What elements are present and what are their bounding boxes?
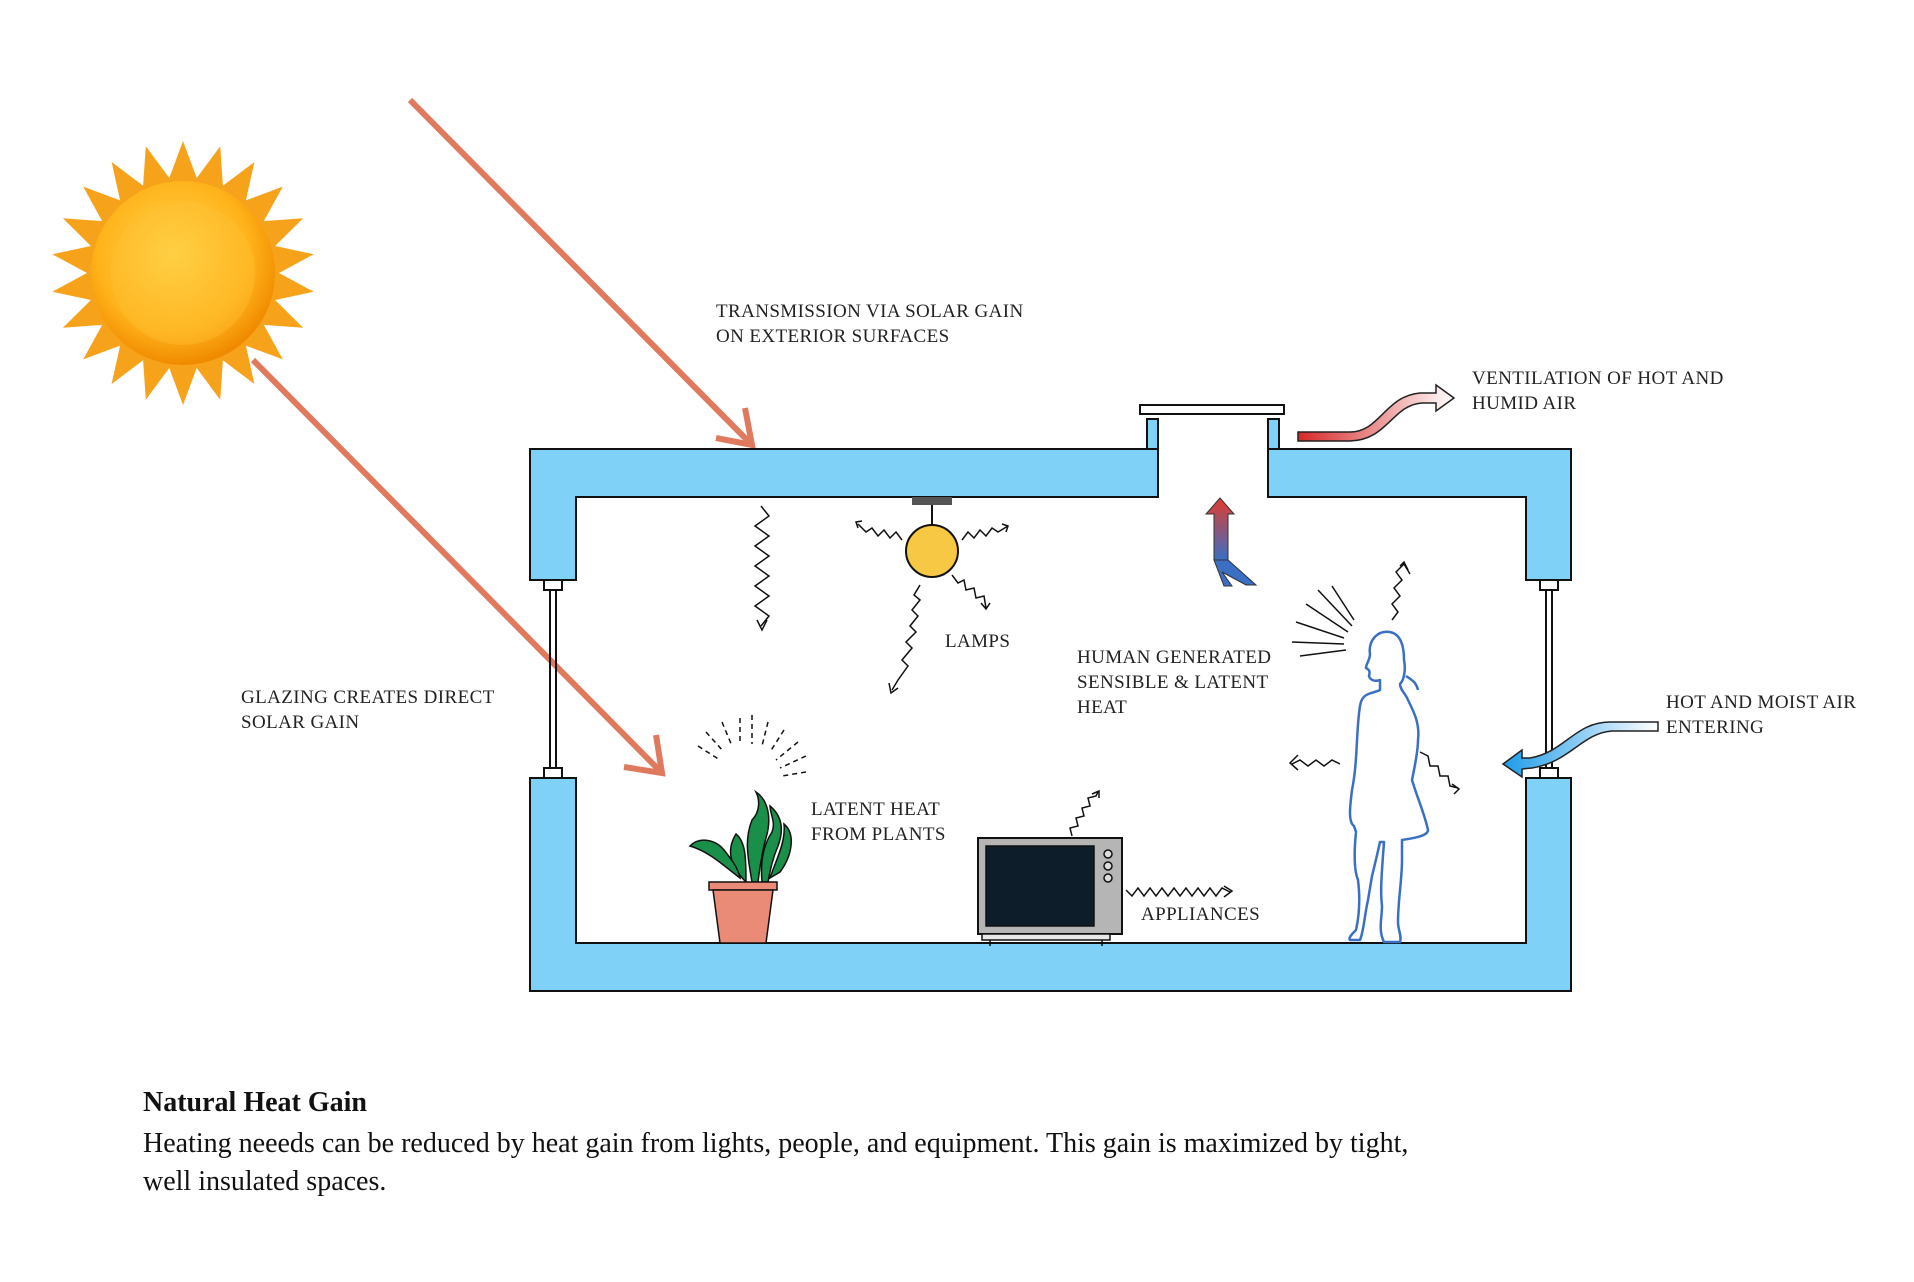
ventilation-out-arrow-icon <box>1297 383 1456 442</box>
plant-icon <box>688 789 792 944</box>
label-line: LAMPS <box>945 631 1010 652</box>
label-glazing: GLAZING CREATES DIRECT SOLAR GAIN <box>241 687 495 733</box>
caption-text: Heating neeeds can be reduced by heat ga… <box>143 1128 1409 1197</box>
sun-icon <box>52 141 314 405</box>
label-line: SENSIBLE & LATENT <box>1077 672 1269 693</box>
label-ventilation: VENTILATION OF HOT AND HUMID AIR <box>1472 368 1724 414</box>
lamp-icon <box>905 497 959 578</box>
solar-ray-roof <box>407 97 756 449</box>
label-line: HEAT <box>1077 697 1127 718</box>
floor-and-lower-walls <box>529 777 1572 992</box>
label-line: TRANSMISSION VIA SOLAR GAIN <box>716 301 1024 322</box>
right-window <box>1539 579 1559 779</box>
label-line: HOT AND MOIST AIR <box>1666 692 1856 713</box>
person-icon <box>1348 630 1430 944</box>
vent-cap <box>1139 404 1285 415</box>
left-window <box>543 579 563 779</box>
label-plants: LATENT HEAT FROM PLANTS <box>811 799 946 845</box>
person-heat-lines <box>1288 560 1461 795</box>
roof-heat-wave-icon <box>753 505 771 632</box>
roof-left <box>529 448 1159 581</box>
label-appliances: APPLIANCES <box>1141 904 1260 925</box>
roof-right <box>1267 448 1572 581</box>
label-line: VENTILATION OF HOT AND <box>1472 368 1724 389</box>
caption-title: Natural Heat Gain <box>143 1087 367 1118</box>
caption: Natural Heat Gain Heating neeeds can be … <box>143 1087 1443 1201</box>
label-line: HUMAN GENERATED <box>1077 647 1271 668</box>
label-lamps: LAMPS <box>945 631 1010 652</box>
label-transmission: TRANSMISSION VIA SOLAR GAIN ON EXTERIOR … <box>716 301 1024 347</box>
label-line: FROM PLANTS <box>811 824 946 845</box>
plant-heat-lines <box>697 715 807 777</box>
lamp-heat-waves <box>855 520 1009 695</box>
label-line: SOLAR GAIN <box>241 712 360 733</box>
solar-ray-window <box>250 357 666 777</box>
label-line: ENTERING <box>1666 717 1764 738</box>
label-hot-moist-air: HOT AND MOIST AIR ENTERING <box>1666 692 1856 738</box>
label-line: HUMID AIR <box>1472 393 1576 414</box>
label-line: APPLIANCES <box>1141 904 1260 925</box>
tv-heat-waves <box>1069 789 1234 898</box>
tv-icon <box>977 837 1123 946</box>
building-section <box>529 404 1572 992</box>
label-line: GLAZING CREATES DIRECT <box>241 687 495 708</box>
rising-air-arrow-icon <box>1204 497 1258 587</box>
label-line: LATENT HEAT <box>811 799 940 820</box>
label-human: HUMAN GENERATED SENSIBLE & LATENT HEAT <box>1077 647 1271 718</box>
label-line: ON EXTERIOR SURFACES <box>716 326 950 347</box>
hot-moist-air-in-arrow-icon <box>1501 721 1659 779</box>
